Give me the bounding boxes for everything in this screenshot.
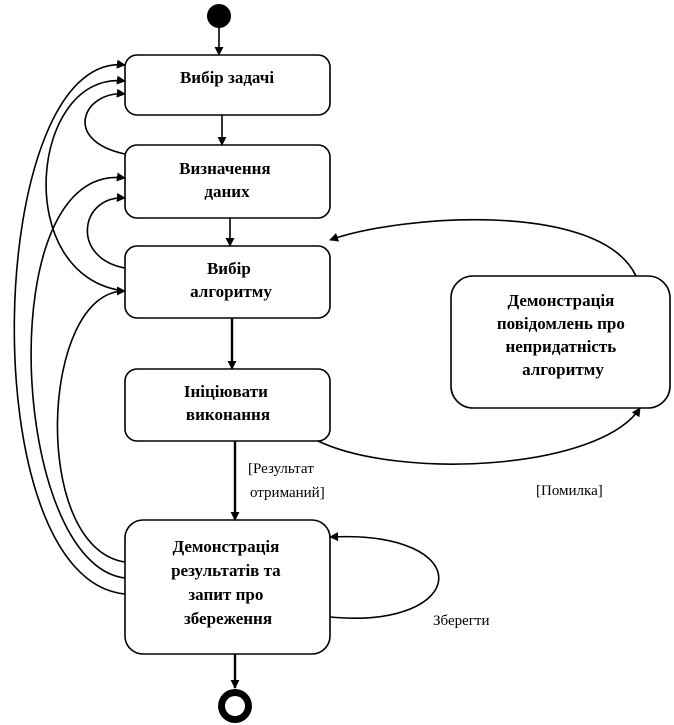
guard-result-received: [Результат отриманий]: [248, 461, 325, 501]
initial-node: [207, 4, 231, 28]
loop-save: [329, 532, 440, 619]
label-show-results: Демонстрація результатів та запит про зб…: [171, 537, 285, 628]
state-show-error: [450, 275, 671, 409]
label-show-error: Демонстрація повідомлень про непридатніс…: [497, 291, 629, 379]
transition-save: Зберегти: [433, 613, 490, 629]
state-show-results: [124, 519, 331, 655]
label-init-execution: Ініціювати виконання: [184, 382, 272, 424]
label-choose-task: Вибір задачі: [180, 68, 274, 87]
label-define-data: Визначення даних: [179, 159, 275, 201]
loop-algorithm-to-data: [86, 192, 126, 269]
loop-results-to-algorithm: [56, 286, 126, 563]
guard-error: [Помилка]: [536, 483, 603, 499]
state-choose-task: [124, 54, 331, 116]
loop-results-to-task: [13, 59, 126, 595]
label-choose-algorithm: Вибір алгоритму: [190, 259, 272, 301]
state-define-data: [124, 144, 331, 219]
final-node-hole: [225, 696, 245, 716]
loop-results-to-data: [30, 172, 126, 579]
arrow-error-to-algorithm: [329, 218, 637, 277]
arrow-init-to-error: [317, 407, 641, 465]
loop-algorithm-to-task: [45, 75, 126, 292]
loop-data-to-task: [84, 88, 126, 155]
